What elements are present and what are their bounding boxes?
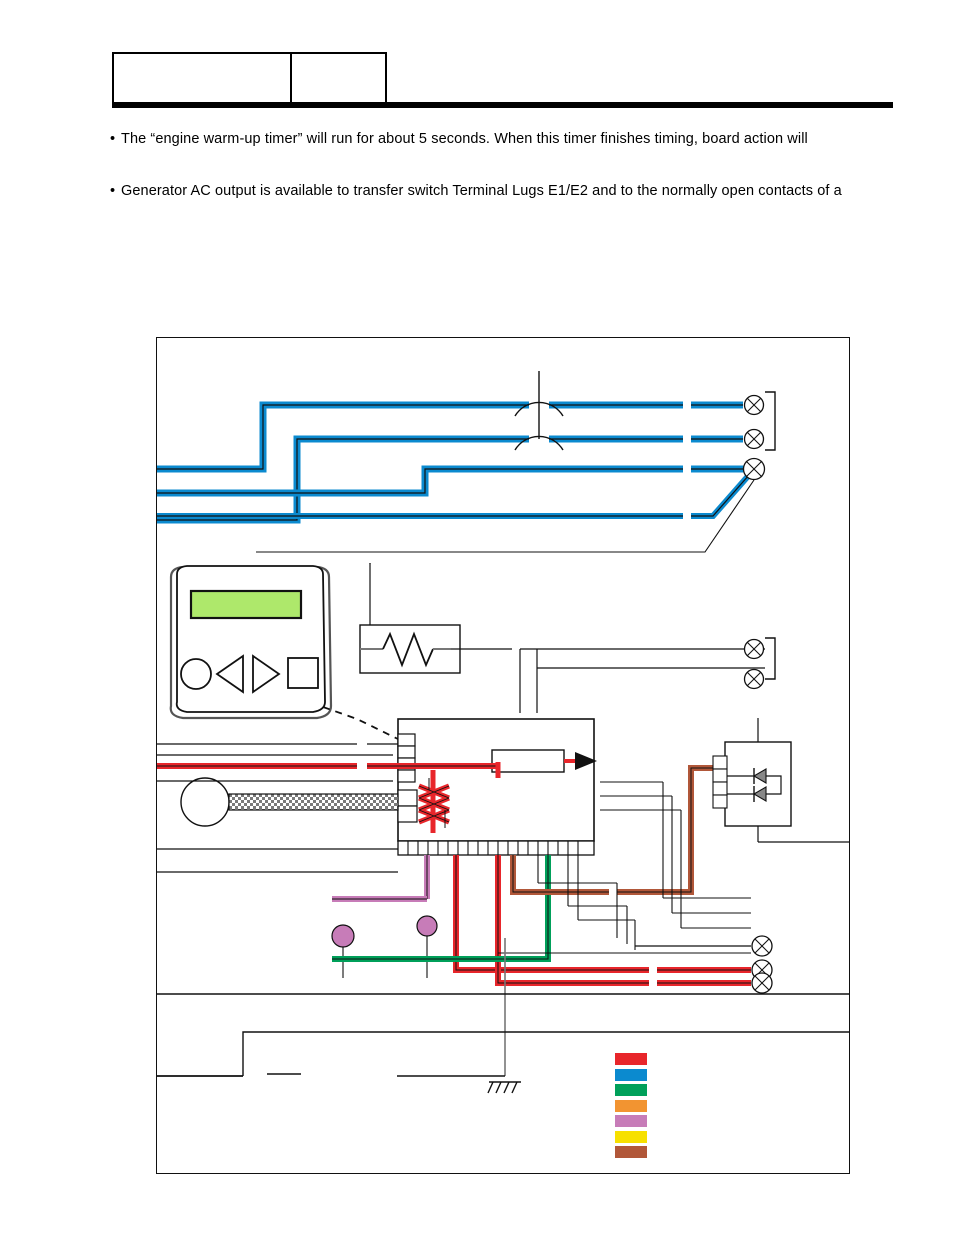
violet-wire-group [331,855,438,978]
bullet-item-2: • Generator AC output is available to tra… [110,182,842,201]
bullet-marker: • [110,131,116,147]
main-control-board [397,718,597,842]
circle-button [180,658,212,690]
lower-left-rails [157,993,849,1077]
header-table [112,52,387,104]
blue-ac-wire-group [157,401,752,524]
terminal-crossed-circle [742,457,766,481]
right-arrow-button [252,654,281,694]
violet-connector-node [331,924,355,948]
terminal-crossed-circle [743,428,765,450]
bullet-marker: • [110,183,116,199]
resistor-heater-box [359,563,765,674]
bullet-item-1: • The “engine warm-up timer” will run for… [110,130,808,149]
legend-swatch-orange [615,1099,647,1112]
fuse-block [491,749,565,773]
legend-swatch-brown [615,1146,647,1158]
wiring-diagram [156,337,850,1174]
terminal-crossed-circle [743,668,765,690]
header-cell-1 [112,52,292,104]
diode-rectifier-block [712,718,849,843]
left-arrow-button [215,654,244,694]
bullet-text: The “engine warm-up timer” will run for … [121,131,808,147]
controller-panel[interactable] [169,565,333,720]
signal-lines [498,781,751,954]
two-pole-circuit-breaker-icon [514,371,564,451]
violet-connector-node [416,915,438,937]
square-button [287,657,319,689]
terminal-block-bottom-right [635,935,773,994]
bullet-text: Generator AC output is available to tran… [121,183,842,199]
board-terminal-strip [397,840,595,856]
chassis-ground [397,938,521,1094]
terminal-crossed-circle [743,638,765,660]
legend-swatch-green [615,1084,647,1096]
legend-swatch-yellow [615,1130,647,1143]
legend-swatch-violet [615,1115,647,1127]
terminal-crossed-circle [751,972,773,994]
controller-lcd-display [189,589,303,620]
header-rule [112,102,893,108]
terminal-block-top-right [256,391,776,553]
wire-color-legend [615,1053,647,1162]
shielded-cable [228,793,399,811]
left-feed-rails [157,743,497,873]
callout-dashed-line [322,706,399,740]
header-cell-2 [292,52,387,104]
terminal-crossed-circle [751,935,773,957]
red-wire-group-lower [453,762,751,986]
relay-coil [418,770,450,833]
legend-swatch-red [615,1053,647,1065]
legend-swatch-blue [615,1068,647,1081]
terminal-block-mid-right [743,637,776,690]
sensor-bulb [180,777,399,827]
terminal-crossed-circle [743,394,765,416]
